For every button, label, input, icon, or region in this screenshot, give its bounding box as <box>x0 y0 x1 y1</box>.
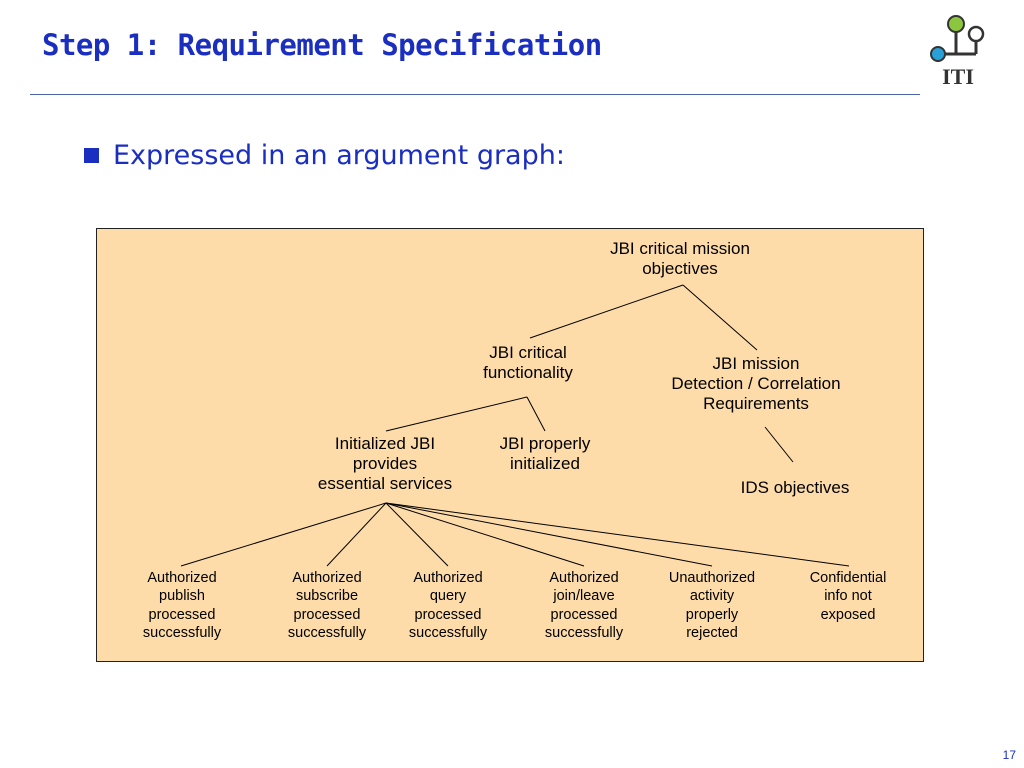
title-divider <box>30 94 920 95</box>
bullet-item: Expressed in an argument graph: <box>84 140 565 171</box>
logo-text: ITI <box>942 64 974 88</box>
page-number: 17 <box>1002 748 1016 762</box>
iti-logo: ITI <box>930 15 985 88</box>
square-bullet-icon <box>84 148 99 163</box>
edge-services-join <box>385 502 585 567</box>
edge-functionality-properly <box>526 396 546 432</box>
node-ids-objectives: IDS objectives <box>740 478 850 497</box>
edge-root-mission <box>682 284 758 351</box>
edge-services-publish <box>180 502 387 567</box>
bullet-text: Expressed in an argument graph: <box>113 140 565 171</box>
slide-title: Step 1: Requirement Specification <box>42 28 602 62</box>
logo-green-dot <box>947 15 965 33</box>
edge-mission-ids <box>764 426 794 463</box>
graph-edges <box>180 284 850 567</box>
edge-functionality-initialized <box>385 396 528 432</box>
logo-blue-dot <box>930 46 946 62</box>
edge-services-query <box>385 502 449 567</box>
edge-services-unauthorized <box>385 502 713 567</box>
edge-root-functionality <box>529 284 684 339</box>
logo-white-dot <box>967 25 985 43</box>
edge-services-subscribe <box>326 502 387 567</box>
edge-services-confidential <box>385 502 850 567</box>
